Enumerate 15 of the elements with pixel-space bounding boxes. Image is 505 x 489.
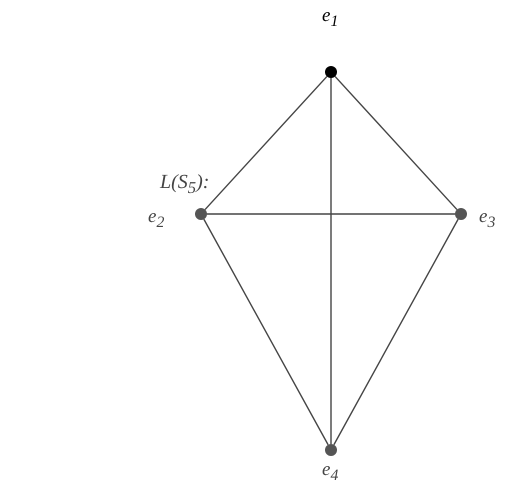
vertex-label: e$_{3}$ (479, 207, 496, 231)
vertex-dot (455, 208, 467, 220)
vertex-dot (325, 444, 337, 456)
vertex-label: e$_{2}$ (148, 207, 164, 231)
graph-edge (334, 76, 458, 210)
graph-name: L(S$_{5}$): (160, 172, 210, 197)
graph-edge (204, 76, 328, 210)
graph-edge (203, 218, 329, 446)
vertex-label: e$_{4}$ (322, 460, 338, 484)
vertex-label: e$_{1}$ (322, 6, 338, 30)
graph-edge (207, 213, 455, 215)
graph-edge (333, 218, 459, 446)
vertex-dot (195, 208, 207, 220)
vertex-dot (325, 66, 337, 78)
graph-edge (330, 78, 332, 444)
